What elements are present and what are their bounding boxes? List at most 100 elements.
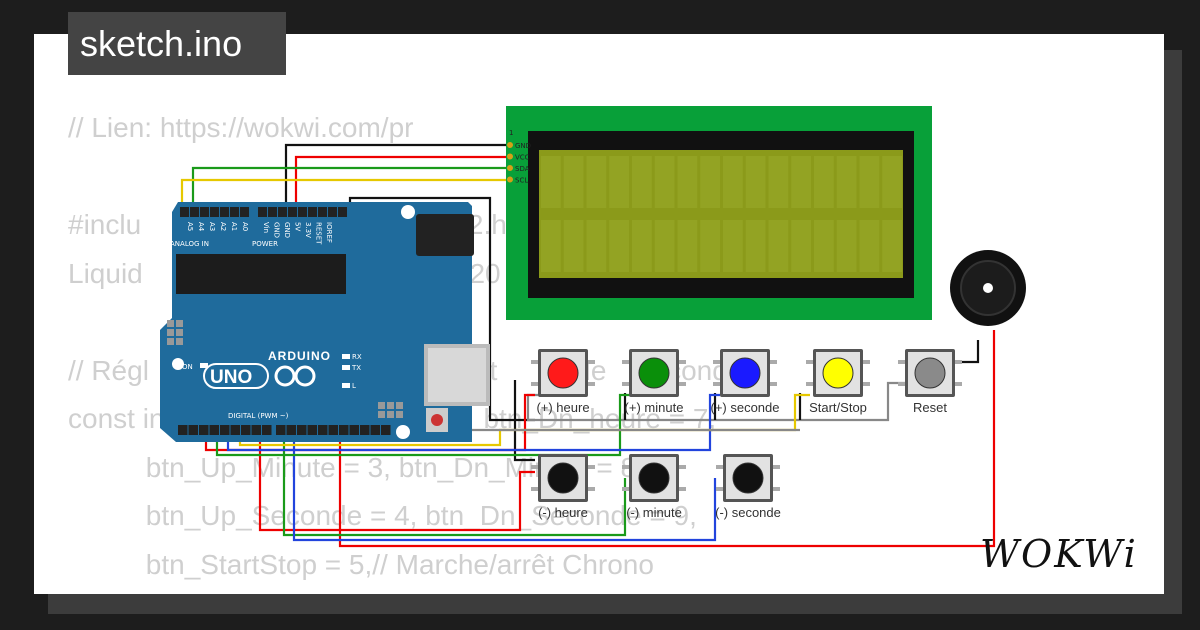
header-pin[interactable] — [258, 207, 267, 217]
header-pin[interactable] — [230, 425, 241, 435]
lcd-cell — [700, 156, 720, 208]
button-cap[interactable] — [638, 357, 670, 389]
header-pin[interactable] — [278, 207, 287, 217]
header-pin[interactable] — [220, 425, 230, 435]
header-pin[interactable] — [268, 207, 277, 217]
header-pin[interactable] — [276, 425, 286, 435]
header-pin[interactable] — [288, 207, 297, 217]
lcd-cell — [609, 156, 629, 208]
icsp-pin — [378, 411, 385, 418]
icsp-pin — [396, 411, 403, 418]
buzzer[interactable] — [950, 250, 1026, 326]
header-pin[interactable] — [251, 425, 262, 435]
button-cap[interactable] — [914, 357, 946, 389]
header-pin[interactable] — [190, 207, 199, 217]
header-pin[interactable] — [297, 425, 307, 435]
button-leg — [806, 360, 818, 364]
header-pin[interactable] — [318, 425, 328, 435]
header-pin[interactable] — [339, 425, 349, 435]
header-pin[interactable] — [199, 425, 209, 435]
header-pin[interactable] — [220, 207, 229, 217]
header-pin[interactable] — [240, 207, 249, 217]
analog-pin-label: A4 — [197, 222, 205, 232]
header-pin[interactable] — [308, 207, 317, 217]
header-pin[interactable] — [307, 425, 318, 435]
header-pin[interactable] — [381, 425, 391, 435]
wire-up-seconde — [226, 393, 720, 452]
push-button[interactable]: (+) minute — [622, 349, 686, 415]
rx-label: RX — [352, 353, 362, 361]
l-led — [342, 383, 350, 388]
button-label: (-) seconde — [715, 505, 781, 520]
header-pin[interactable] — [209, 425, 220, 435]
on-led — [200, 363, 208, 368]
button-label: (+) heure — [536, 400, 589, 415]
push-button[interactable]: (-) heure — [531, 454, 595, 520]
analog-pin-label: A3 — [208, 222, 216, 231]
lcd-pin[interactable] — [507, 153, 513, 160]
header-pin[interactable] — [210, 207, 219, 217]
push-button[interactable]: (+) seconde — [710, 349, 780, 415]
header-pin[interactable] — [328, 425, 339, 435]
power-pin-label: GND — [273, 222, 281, 238]
lcd-cell — [563, 156, 584, 208]
lcd-pin[interactable] — [507, 176, 513, 183]
lcd-cell — [677, 220, 698, 272]
lcd-pin-label: SDA — [515, 165, 530, 173]
lcd-pin[interactable] — [507, 142, 513, 148]
header-pin[interactable] — [180, 207, 189, 217]
power-pin-label: 5V — [294, 222, 302, 231]
button-cap[interactable] — [732, 462, 764, 494]
icsp-pin — [176, 329, 183, 336]
uno-label: UNO — [210, 367, 252, 388]
header-pin[interactable] — [262, 425, 272, 435]
button-leg — [768, 487, 780, 491]
header-pin[interactable] — [286, 425, 297, 435]
button-cap[interactable] — [822, 357, 854, 389]
header-pin[interactable] — [188, 425, 199, 435]
wire-dn-heure — [258, 432, 535, 532]
header-pin[interactable] — [349, 425, 360, 435]
header-pin[interactable] — [298, 207, 307, 217]
buttons-row-top: (+) heure (+) minute (+) seconde Start/Stop… — [531, 349, 962, 415]
header-pin[interactable] — [370, 425, 381, 435]
header-pin[interactable] — [360, 425, 370, 435]
lcd-pin-label: VCC — [515, 154, 530, 162]
icsp-pin — [167, 320, 174, 327]
button-cap[interactable] — [729, 357, 761, 389]
lcd-pin[interactable] — [507, 165, 513, 171]
lcd-cell — [677, 156, 698, 208]
header-pin[interactable] — [328, 207, 337, 217]
header-pin[interactable] — [318, 207, 327, 217]
header-pin[interactable] — [200, 207, 209, 217]
push-button[interactable]: (-) minute — [622, 454, 686, 520]
push-button[interactable]: (+) heure — [531, 349, 595, 415]
button-leg — [806, 382, 818, 386]
header-pin[interactable] — [241, 425, 251, 435]
button-leg — [716, 487, 728, 491]
reset-button[interactable] — [431, 414, 443, 426]
header-pin[interactable] — [230, 207, 239, 217]
header-pin[interactable] — [338, 207, 347, 217]
wire-buzzer-gnd — [958, 340, 980, 364]
lcd-cell — [609, 220, 629, 272]
header-pin[interactable] — [178, 425, 188, 435]
icsp-pin — [167, 329, 174, 336]
button-label: (-) minute — [626, 505, 682, 520]
push-button[interactable]: Reset — [898, 349, 962, 415]
push-button[interactable]: Start/Stop — [806, 349, 870, 415]
wire-gnd — [284, 143, 506, 212]
wires — [180, 143, 996, 548]
button-cap[interactable] — [547, 357, 579, 389]
wokwi-logo: WOKWi — [980, 532, 1136, 576]
button-leg — [583, 487, 595, 491]
header-top — [180, 207, 347, 217]
icsp-pin — [396, 402, 403, 409]
push-button[interactable]: (-) seconde — [715, 454, 781, 520]
lcd-cell — [859, 220, 880, 272]
button-cap[interactable] — [638, 462, 670, 494]
lcd-cell — [723, 220, 743, 272]
button-cap[interactable] — [547, 462, 579, 494]
